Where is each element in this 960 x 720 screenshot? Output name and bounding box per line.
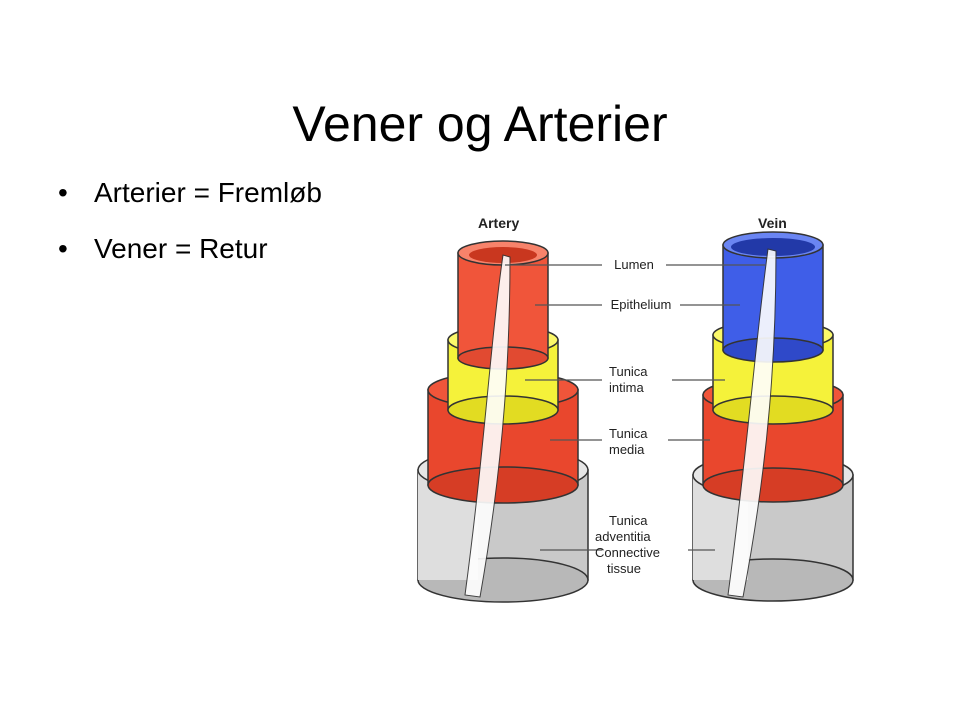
vein-illustration <box>693 232 853 601</box>
bullet-text: Vener = Retur <box>94 233 268 264</box>
bullet-list: • Arterier = Fremløb • Vener = Retur <box>58 176 322 288</box>
label-tunica-adventitia-line-4: tissue <box>607 561 641 576</box>
label-tunica-media-line-2: media <box>609 442 645 457</box>
bullet-item-veins: • Vener = Retur <box>58 232 322 266</box>
label-tunica-media: Tunica media <box>609 426 648 457</box>
bullet-dot-icon: • <box>58 232 68 266</box>
label-epithelium: Epithelium <box>611 297 672 312</box>
bullet-item-arteries: • Arterier = Fremløb <box>58 176 322 210</box>
label-tunica-adventitia-line-1: Tunica <box>609 513 648 528</box>
vessel-diagram: Artery Vein <box>410 205 870 615</box>
bullet-text: Arterier = Fremløb <box>94 177 322 208</box>
slide-title: Vener og Arterier <box>0 92 960 156</box>
label-tunica-adventitia-line-2: adventitia <box>595 529 651 544</box>
label-lumen: Lumen <box>614 257 654 272</box>
label-lumen-line-1: Lumen <box>614 257 654 272</box>
label-tunica-adventitia: Tunica adventitia Connective tissue <box>595 513 660 576</box>
label-tunica-adventitia-line-3: Connective <box>595 545 660 560</box>
label-epithelium-line-1: Epithelium <box>611 297 672 312</box>
bullet-dot-icon: • <box>58 176 68 210</box>
label-tunica-media-line-1: Tunica <box>609 426 648 441</box>
artery-illustration <box>418 241 588 602</box>
label-tunica-intima: Tunica intima <box>609 364 648 395</box>
vessel-diagram-svg: Artery Vein <box>410 205 870 615</box>
artery-heading: Artery <box>478 215 519 231</box>
label-tunica-intima-line-2: intima <box>609 380 644 395</box>
vein-heading: Vein <box>758 215 787 231</box>
label-tunica-intima-line-1: Tunica <box>609 364 648 379</box>
